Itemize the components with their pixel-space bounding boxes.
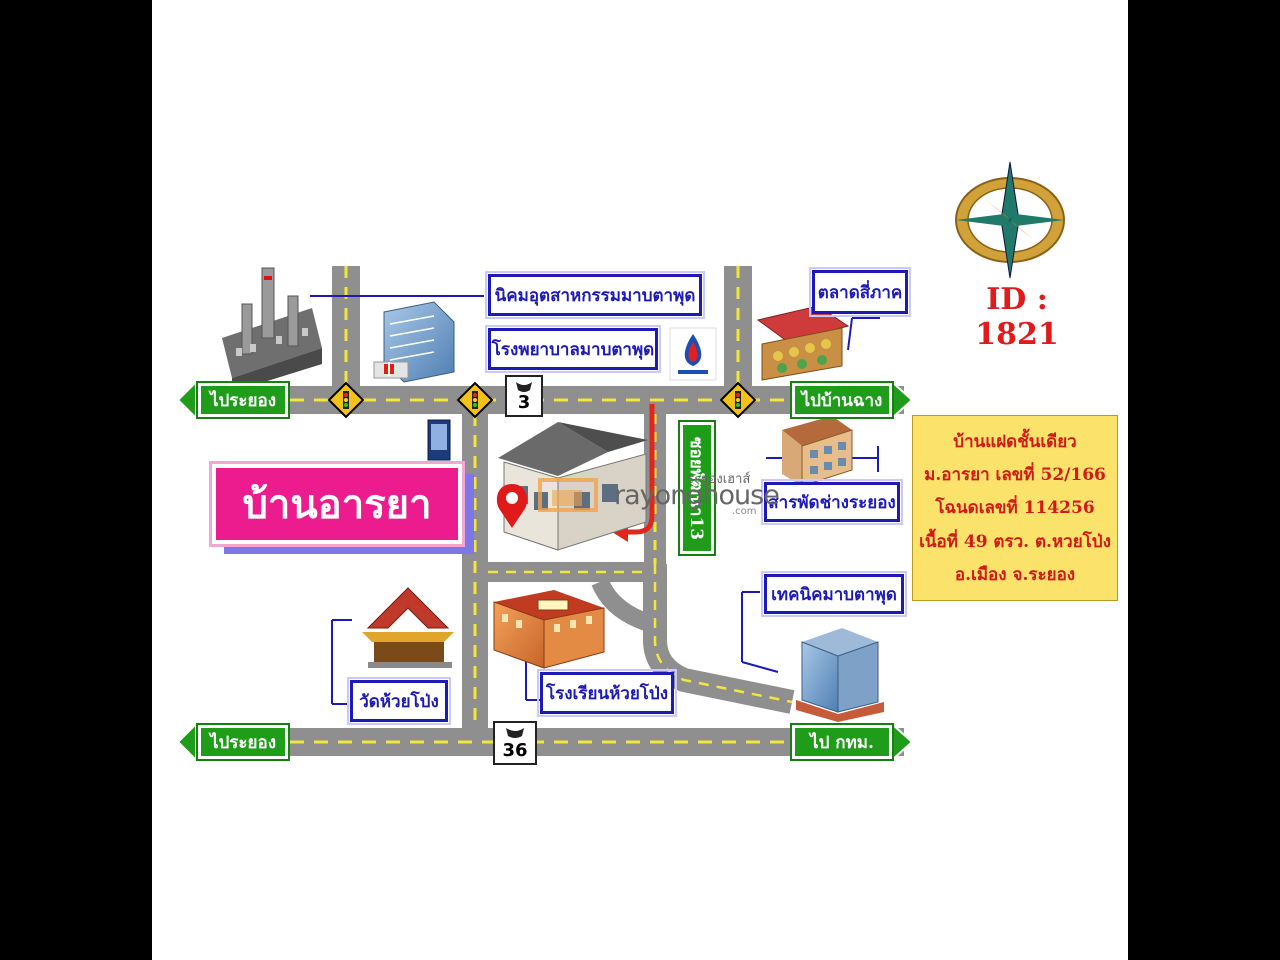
traffic-light-icon (327, 381, 757, 419)
road-vertical-left (332, 266, 360, 386)
route-number-3: 3 (517, 392, 531, 413)
hospital-building-icon (373, 301, 455, 383)
house-title: บ้านอารยา (209, 461, 465, 547)
sign-to-rayong-top: ไประยอง (196, 381, 290, 419)
direction-arrows (176, 379, 914, 763)
info-line-district: อ.เมือง จ.ระยอง (954, 564, 1076, 585)
road-highway-3 (194, 386, 904, 414)
watermark-brand: rayonghouse (614, 480, 780, 511)
label-technical-college: เทคนิคมาบตาพุด (761, 571, 907, 617)
phone-booth-icon (427, 419, 451, 461)
road-network (194, 266, 904, 756)
label-market: ตลาดสี่ภาค (809, 267, 911, 317)
sign-soi: ซอยพัฒนา13 (678, 420, 716, 556)
compass-rose-icon (955, 161, 1065, 279)
listing-info-card: บ้านแฝดชั้นเดียว ม.อารยา เลขที่ 52/166 โ… (912, 415, 1118, 601)
label-hardware-store: สารพัดช่างระยอง (761, 479, 903, 525)
listing-id: ID : 1821 (975, 282, 1059, 352)
info-line-type: บ้านแฝดชั้นเดียว (953, 432, 1077, 453)
info-line-area: เนื้อที่ 49 ตรว. ต.หวยโป่ง (919, 531, 1111, 552)
watermark-domain: .com (732, 506, 757, 517)
road-vertical-right (724, 266, 752, 386)
temple-icon (362, 587, 454, 668)
route-number-36: 36 (502, 740, 528, 761)
watermark-thai: ระยองเฮาส์ (687, 472, 751, 487)
office-tower-icon (796, 628, 884, 722)
ptt-station-icon (669, 327, 717, 381)
road-highway-36 (194, 728, 904, 756)
market-stall-icon (756, 305, 850, 381)
label-temple: วัดห้วยโป่ง (347, 677, 451, 725)
map-page: ID : 1821 นิคมอุตสาหกรรมมาบตาพุด โรงพยาบ… (152, 0, 1128, 960)
label-school: โรงเรียนห้วยโป่ง (537, 669, 677, 717)
route-shield-icon (493, 375, 543, 765)
label-industrial-estate: นิคมอุตสาหกรรมมาบตาพุด (485, 271, 705, 319)
school-building-icon (493, 590, 605, 669)
sign-to-rayong-bottom: ไประยอง (196, 723, 290, 761)
map-pin-icon (496, 484, 528, 528)
shophouse-icon (782, 416, 853, 487)
label-hospital: โรงพยาบาลมาบตาพุด (485, 325, 661, 373)
info-line-address: ม.อารยา เลขที่ 52/166 (924, 465, 1106, 486)
road-map (176, 161, 1065, 765)
info-line-deed: โฉนดเลขที่ 114256 (935, 498, 1095, 519)
factory-icon (222, 267, 322, 392)
route-arrow (626, 404, 655, 535)
sign-to-bangkok: ไป กทม. (790, 723, 894, 761)
sign-to-ban-chang: ไปบ้านฉาง (790, 381, 894, 419)
